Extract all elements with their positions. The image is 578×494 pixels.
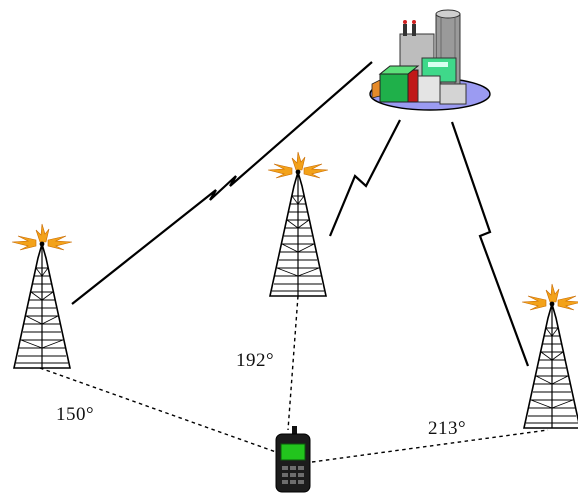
- cell-tower-icon-middle: [267, 151, 329, 297]
- mobile-phone-icon: [275, 426, 311, 493]
- phone-links: [39, 295, 549, 463]
- cell-tower-icon-right: [521, 283, 578, 429]
- link-right-tower: [450, 121, 530, 367]
- angle-label-left: 150°: [56, 404, 94, 425]
- building-icon: [369, 9, 491, 111]
- dashed-link-middle: [287, 295, 299, 431]
- angle-label-right: 213°: [428, 418, 466, 439]
- link-middle-tower: [328, 119, 401, 237]
- cell-tower-icon-left: [11, 223, 73, 369]
- angle-label-middle: 192°: [236, 350, 274, 371]
- link-left-tower: [71, 61, 373, 305]
- dashed-link-right: [311, 429, 549, 463]
